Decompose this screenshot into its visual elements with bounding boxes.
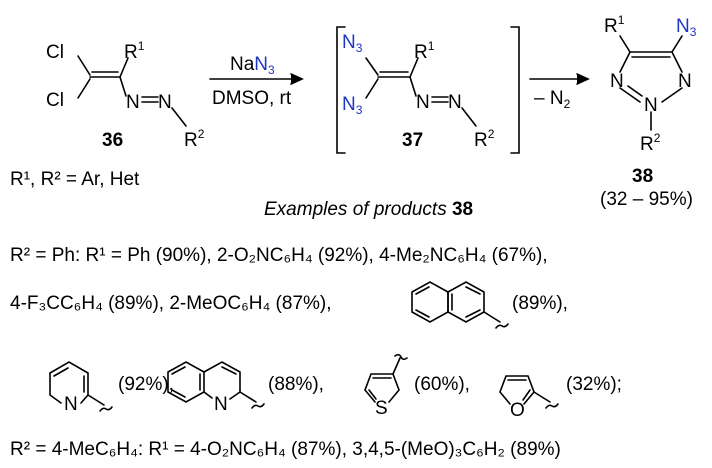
furyl-yield: (32%);: [566, 374, 622, 395]
naphthyl-yield: (89%),: [512, 293, 568, 314]
pyridyl-structure: [49, 361, 113, 412]
examples-line-2: 4-F₃CC₆H₄ (89%), 2-MeOC₆H₄ (87%),: [10, 293, 332, 314]
thienyl-yield: (60%),: [414, 374, 470, 395]
prod-ring-n-left: N: [610, 71, 624, 92]
intermediate-brackets: [336, 26, 520, 154]
int-n2: N: [448, 92, 462, 113]
compound-38-number: 38: [632, 166, 653, 187]
reaction-arrow-2: [529, 73, 590, 85]
triazole-38-bonds: [619, 35, 683, 131]
quinolyl-yield: (88%),: [268, 374, 324, 395]
prod-r2: R2: [640, 131, 661, 155]
int-r1: R1: [414, 39, 435, 63]
sm-cl-top: Cl: [46, 42, 64, 63]
prod-ring-n-bottom: N: [644, 95, 658, 116]
examples-line-1: R² = Ph: R¹ = Ph (90%), 2-O₂NC₆H₄ (92%),…: [10, 245, 548, 266]
reagent-nan3: NaN3: [230, 54, 275, 77]
sm-r1: R1: [124, 39, 145, 63]
sm-r2: R2: [184, 127, 205, 151]
yield-range: (32 – 95%): [600, 189, 693, 210]
quinolyl-structure: [167, 361, 265, 409]
compound-36-number: 36: [102, 130, 123, 151]
compound-37-bonds: [365, 57, 477, 127]
conditions-dmso: DMSO, rt: [212, 88, 292, 109]
examples-heading: Examples of products 38: [264, 199, 474, 220]
sm-cl-bottom: Cl: [46, 90, 64, 111]
int-n3-top: N3: [342, 32, 363, 55]
quinoline-n: N: [214, 394, 228, 415]
compound-37-number: 37: [402, 130, 423, 151]
reaction-arrow-1: [209, 73, 304, 85]
prod-n3: N3: [676, 16, 697, 39]
int-n3-bottom: N3: [342, 94, 363, 117]
naphthyl-structure: [411, 281, 509, 329]
thienyl-structure: [364, 353, 408, 403]
furyl-structure: [499, 375, 559, 409]
int-n1: N: [416, 92, 430, 113]
sm-n2: N: [158, 92, 172, 113]
int-r2: R2: [474, 127, 495, 151]
furan-o: O: [510, 400, 525, 421]
r-group-definition: R¹, R² = Ar, Het: [10, 169, 140, 190]
loss-of-n2: – N2: [534, 88, 571, 111]
prod-r1: R1: [604, 13, 625, 37]
sm-n1: N: [126, 92, 140, 113]
pyridyl-yield: (92%),: [118, 374, 174, 395]
examples-line-5: R² = 4-MeC₆H₄: R¹ = 4-O₂NC₆H₄ (87%), 3,4…: [10, 439, 561, 460]
pyridine-n: N: [64, 394, 78, 415]
thiophene-s: S: [375, 398, 388, 419]
compound-36-bonds: [77, 55, 187, 127]
prod-ring-n-right: N: [678, 71, 692, 92]
